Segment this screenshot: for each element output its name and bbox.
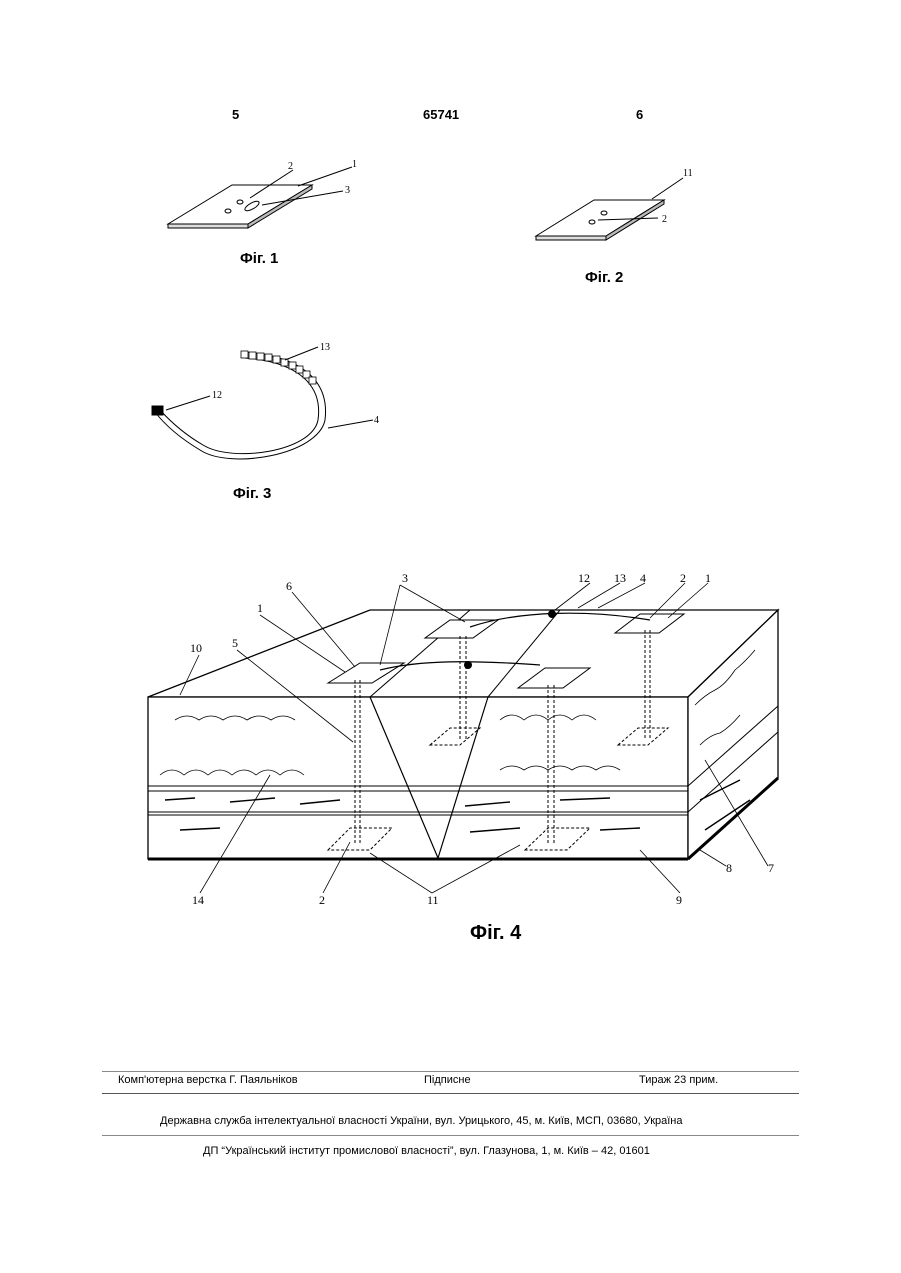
fig2-callout-2: 2 <box>662 214 667 225</box>
fig3-callout-12: 12 <box>212 390 222 401</box>
footer-divider-top <box>102 1071 799 1072</box>
fig3-drawing <box>152 347 373 459</box>
fig4-callout-6: 6 <box>286 579 292 593</box>
footer-office-address: Державна служба інтелектуальної власност… <box>160 1115 683 1127</box>
fig4-callout-7: 7 <box>768 861 774 875</box>
footer-divider-bottom <box>102 1135 799 1136</box>
fig3-callout-4: 4 <box>374 415 379 426</box>
fig4-callout-12: 12 <box>578 571 590 585</box>
fig1-callout-1: 1 <box>352 159 357 170</box>
fig2-caption: Фіг. 2 <box>585 269 623 286</box>
fig4-callout-11: 11 <box>427 893 439 907</box>
footer-institute-address: ДП “Український інститут промислової вла… <box>203 1145 650 1157</box>
footer-signed: Підписне <box>424 1074 471 1086</box>
footer-divider-middle <box>102 1093 799 1094</box>
fig4-callout-3: 3 <box>402 571 408 585</box>
fig4-callout-2: 2 <box>680 571 686 585</box>
fig4-callout-9: 9 <box>676 893 682 907</box>
fig2-drawing <box>536 178 683 240</box>
fig2-callout-11: 11 <box>683 168 693 179</box>
footer-typesetter: Комп'ютерна верстка Г. Паяльніков <box>118 1074 298 1086</box>
fig3-callout-13: 13 <box>320 342 330 353</box>
fig4-callout-13: 13 <box>614 571 626 585</box>
fig4-callout-1-right: 1 <box>705 571 711 585</box>
fig2-callouts: 11 2 <box>662 168 693 225</box>
fig4-callout-4: 4 <box>640 571 646 585</box>
fig1-drawing <box>168 167 352 228</box>
fig4-callout-1-left: 1 <box>257 601 263 615</box>
fig1-callout-2: 2 <box>288 161 293 172</box>
fig4-callout-5: 5 <box>232 636 238 650</box>
fig1-caption: Фіг. 1 <box>240 250 278 267</box>
fig4-callout-10: 10 <box>190 641 202 655</box>
fig1-callout-3: 3 <box>345 185 350 196</box>
fig4-caption: Фіг. 4 <box>470 922 521 945</box>
footer-circulation: Тираж 23 прим. <box>639 1074 718 1086</box>
fig4-callout-8: 8 <box>726 861 732 875</box>
fig4-callout-14: 14 <box>192 893 204 907</box>
fig3-callouts: 13 12 4 <box>212 342 379 426</box>
fig4-callout-2-bottom: 2 <box>319 893 325 907</box>
fig3-caption: Фіг. 3 <box>233 485 271 502</box>
fig4-drawing <box>148 583 778 893</box>
